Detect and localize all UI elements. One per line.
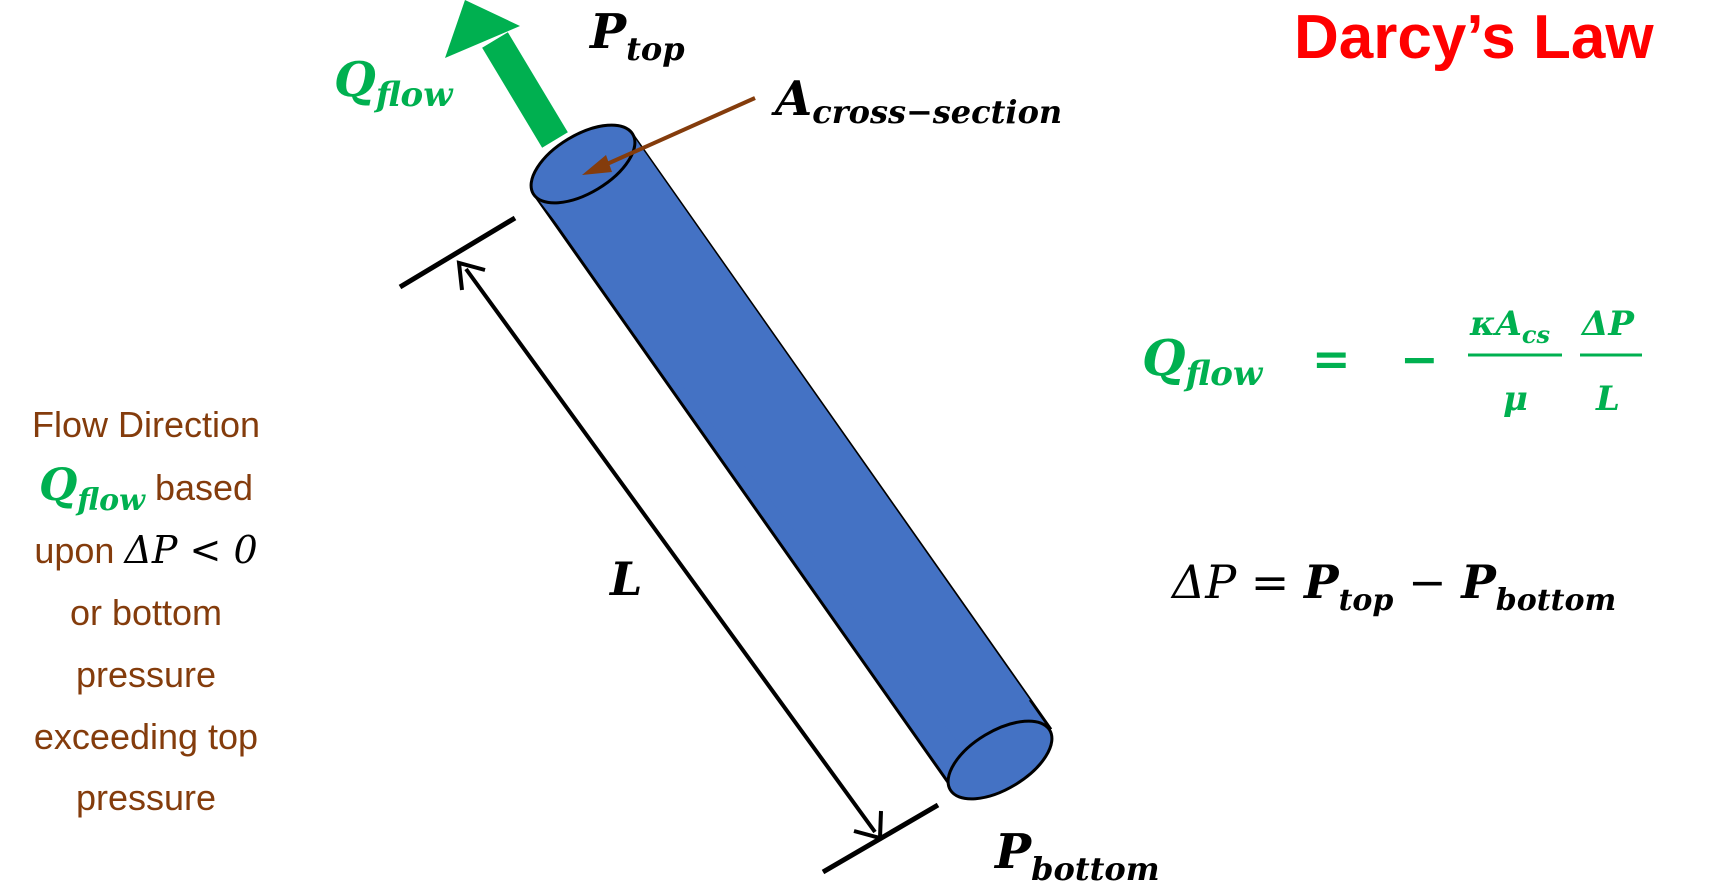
- svg-text:L: L: [1595, 379, 1620, 419]
- dimension-tick-top: [398, 215, 517, 290]
- svg-text:κAcs: κAcs: [1469, 304, 1550, 349]
- svg-text:ΔP: ΔP: [1580, 304, 1635, 344]
- svg-text:or bottom: or bottom: [70, 592, 222, 633]
- q-flow-label: Qflow: [334, 52, 454, 115]
- tube: [529, 123, 1054, 801]
- cross-section-arrow: [582, 96, 756, 175]
- length-dimension: [398, 215, 940, 875]
- svg-text:Qflow based: Qflow based: [39, 460, 253, 518]
- darcy-equation: Qflow = − κAcs μ ΔP L: [1142, 304, 1642, 419]
- dimension-arrowhead-top: [456, 260, 486, 291]
- side-note: Flow Direction Qflow based upon ΔP < 0 o…: [32, 404, 260, 818]
- svg-text:μ: μ: [1503, 379, 1528, 419]
- svg-text:ΔP = Ptop − Pbottom: ΔP = Ptop − Pbottom: [1170, 555, 1616, 618]
- cross-section-label: Across−section: [771, 71, 1062, 131]
- svg-text:=: =: [1312, 332, 1351, 386]
- title: Darcy’s Law: [1294, 3, 1654, 72]
- p-top-label: Ptop: [588, 4, 685, 68]
- length-label: L: [608, 552, 642, 606]
- tube-top-cap: [529, 123, 637, 205]
- dimension-line: [464, 267, 877, 834]
- p-bottom-label: Pbottom: [993, 824, 1160, 887]
- pressure-difference-equation: ΔP = Ptop − Pbottom: [1170, 555, 1616, 618]
- svg-text:pressure: pressure: [76, 654, 216, 695]
- svg-text:−: −: [1400, 332, 1439, 386]
- svg-text:Qflow: Qflow: [1142, 328, 1264, 394]
- svg-text:pressure: pressure: [76, 777, 216, 818]
- flow-arrow: [445, 0, 568, 148]
- tube-bottom-cap: [946, 719, 1054, 801]
- svg-text:exceeding top: exceeding top: [34, 716, 258, 757]
- dimension-arrowhead-bottom: [853, 810, 883, 841]
- svg-text:upon ΔP < 0: upon ΔP < 0: [34, 528, 257, 572]
- svg-text:Flow Direction: Flow Direction: [32, 404, 260, 445]
